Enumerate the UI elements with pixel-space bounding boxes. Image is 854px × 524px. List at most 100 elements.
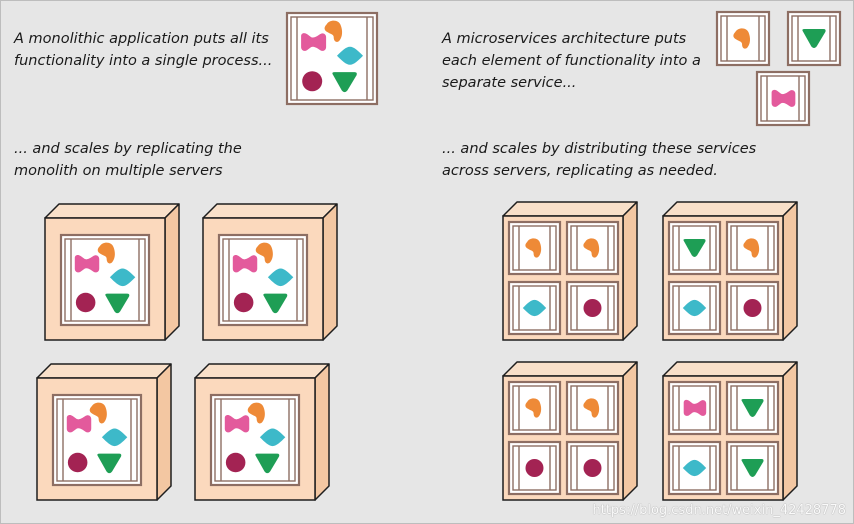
process-frame-inner: [672, 445, 717, 491]
service-process: [507, 440, 562, 496]
pink-bowtie-icon: [771, 89, 796, 107]
process-frame-inner: [720, 15, 766, 62]
monolith-process: [209, 393, 301, 487]
server-side: [622, 201, 638, 341]
micro-scale-caption: ... and scales by distributing these ser…: [442, 138, 756, 182]
monolith-process: [217, 233, 309, 327]
monolith-server-2: [202, 203, 338, 341]
service-process: [565, 380, 620, 436]
orange-blob-icon: [583, 238, 600, 258]
caption-line: separate service...: [442, 75, 577, 91]
green-triangle-icon: [802, 29, 826, 48]
process-frame-inner: [672, 385, 717, 431]
process-frame-outer: [565, 220, 620, 276]
process-frame-inner: [730, 225, 775, 271]
monolith-process: [285, 11, 379, 106]
caption-line: ... and scales by distributing these ser…: [442, 141, 757, 157]
service-process: [725, 440, 780, 496]
process-frame-inner: [512, 445, 557, 491]
service-process: [715, 10, 771, 67]
caption-line: across servers, replicating as needed.: [442, 163, 718, 179]
process-frame-inner: [570, 445, 615, 491]
service-process: [507, 380, 562, 436]
process-frame-inner: [290, 16, 374, 101]
server-side: [782, 361, 798, 501]
caption-line: functionality into a single process...: [14, 53, 273, 69]
teal-diamond-icon: [267, 268, 294, 287]
service-process: [507, 220, 562, 276]
process-frame-inner: [214, 398, 296, 482]
caption-line: A microservices architecture puts: [442, 31, 687, 47]
green-triangle-icon: [255, 453, 280, 474]
teal-diamond-icon: [522, 299, 547, 317]
pink-bowtie-icon: [301, 33, 327, 51]
caption-line: monolith on multiple servers: [14, 163, 223, 179]
server-top: [662, 361, 798, 377]
monolith-server-1: [44, 203, 180, 341]
process-frame-outer: [725, 220, 780, 276]
process-frame-inner: [730, 285, 775, 331]
process-frame-inner: [570, 285, 615, 331]
process-frame-inner: [760, 75, 806, 122]
maroon-circle-icon: [67, 452, 88, 473]
service-process: [786, 10, 842, 67]
caption-line: A monolithic application puts all its: [14, 31, 269, 47]
service-process: [667, 440, 722, 496]
maroon-circle-icon: [75, 292, 96, 313]
orange-blob-icon: [324, 20, 343, 42]
orange-blob-icon: [89, 402, 107, 424]
monolith-intro-caption: A monolithic application puts all its fu…: [14, 28, 272, 72]
server-side: [314, 363, 330, 501]
process-frame-inner: [730, 445, 775, 491]
orange-blob-icon: [525, 238, 542, 258]
service-process: [667, 220, 722, 276]
microservice-server-3: [502, 361, 638, 501]
process-frame-inner: [222, 238, 304, 322]
maroon-circle-icon: [583, 459, 602, 477]
service-process: [725, 280, 780, 336]
green-triangle-icon: [105, 293, 130, 314]
process-frame-inner: [56, 398, 138, 482]
orange-blob-icon: [255, 242, 273, 264]
monolith-process: [51, 393, 143, 487]
teal-diamond-icon: [259, 428, 286, 447]
microservice-server-1: [502, 201, 638, 341]
teal-diamond-icon: [101, 428, 128, 447]
service-process: [667, 280, 722, 336]
maroon-circle-icon: [225, 452, 246, 473]
process-frame-inner: [64, 238, 146, 322]
microservice-server-2: [662, 201, 798, 341]
process-frame-inner: [672, 225, 717, 271]
server-top: [194, 363, 330, 379]
green-triangle-icon: [741, 399, 764, 417]
server-top: [662, 201, 798, 217]
pink-bowtie-icon: [683, 399, 707, 416]
process-frame-inner: [672, 285, 717, 331]
caption-line: each element of functionality into a: [442, 53, 701, 69]
service-process: [507, 280, 562, 336]
orange-blob-icon: [743, 238, 760, 258]
server-top: [36, 363, 172, 379]
green-triangle-icon: [263, 293, 288, 314]
maroon-circle-icon: [233, 292, 254, 313]
orange-blob-icon: [247, 402, 265, 424]
process-frame-inner: [730, 385, 775, 431]
service-process: [667, 380, 722, 436]
process-frame-inner: [512, 225, 557, 271]
green-triangle-icon: [683, 239, 706, 257]
monolith-scale-caption: ... and scales by replicating the monoli…: [14, 138, 242, 182]
service-process: [725, 220, 780, 276]
service-process: [565, 280, 620, 336]
monolith-process: [59, 233, 151, 327]
server-side: [164, 203, 180, 341]
maroon-circle-icon: [302, 71, 323, 92]
orange-blob-icon: [525, 398, 542, 418]
process-frame-inner: [791, 15, 837, 62]
process-frame-inner: [570, 385, 615, 431]
green-triangle-icon: [332, 72, 357, 93]
teal-diamond-icon: [682, 459, 707, 477]
process-frame-inner: [512, 385, 557, 431]
pink-bowtie-icon: [224, 414, 250, 433]
orange-blob-icon: [583, 398, 600, 418]
